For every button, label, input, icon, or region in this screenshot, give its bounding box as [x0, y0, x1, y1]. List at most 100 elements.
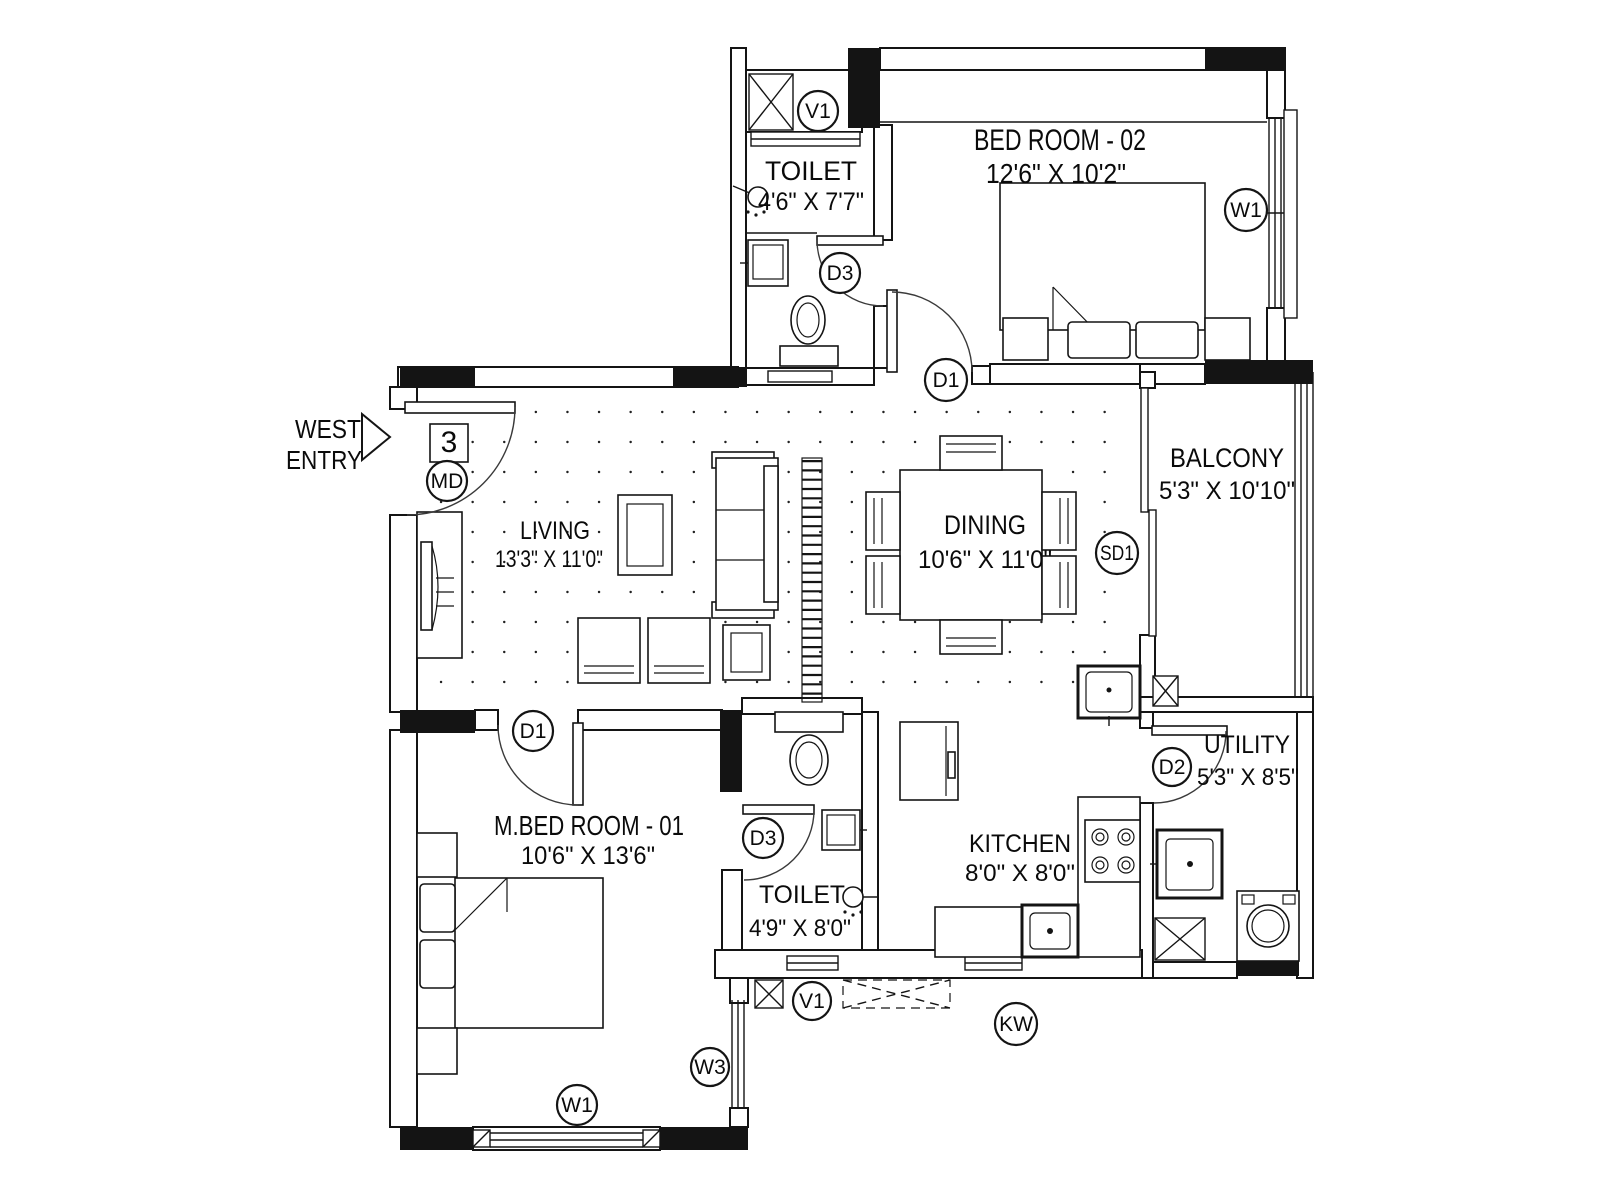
tag-d3-toilet1: D3: [818, 251, 862, 295]
divider-screen-icon: [801, 457, 823, 703]
dining-chair-icon: [1041, 491, 1077, 551]
entry-direction-bottom: ENTRY: [286, 445, 362, 475]
svg-text:TOILET: TOILET: [759, 881, 845, 909]
room-label-bedroom2: BED ROOM - 02 12'6" X 10'2": [974, 124, 1146, 189]
dining-chair-icon: [939, 435, 1003, 471]
room-label-kitchen: KITCHEN 8'0" X 8'0": [965, 830, 1075, 887]
vent-toilet1-bottom-icon: [767, 370, 833, 383]
svg-text:BALCONY: BALCONY: [1170, 443, 1284, 473]
svg-text:5'3" X 8'5": 5'3" X 8'5": [1197, 764, 1299, 791]
svg-text:8'0" X 8'0": 8'0" X 8'0": [965, 860, 1075, 887]
ventilator-window-toilet1-icon: [750, 131, 861, 147]
room-label-living: LIVING 13'3" X 11'0": [495, 517, 603, 573]
svg-text:D3: D3: [750, 827, 777, 850]
window-w1-bedroom2-icon: [1267, 109, 1298, 319]
dining-chair-icon: [865, 555, 901, 615]
tag-v1-toilet1: V1: [796, 89, 840, 133]
sliding-door-sd1-icon: [1140, 387, 1157, 637]
vent-toilet2-bottom-icon: [786, 955, 839, 971]
svg-text:D2: D2: [1159, 756, 1186, 779]
shaft-toilet2-icon: [754, 979, 784, 1009]
unit-number-box: [429, 423, 469, 463]
svg-text:M.BED ROOM - 01: M.BED ROOM - 01: [494, 810, 684, 841]
svg-text:W1: W1: [1230, 199, 1262, 222]
wc-toilet1-icon: [779, 295, 839, 367]
room-label-master: M.BED ROOM - 01 10'6" X 13'6": [494, 810, 684, 870]
columns: [400, 48, 1313, 1150]
tv-unit-icon: [416, 511, 463, 659]
window-w1-master-icon: [472, 1129, 661, 1148]
tag-d1-bedroom2: D1: [923, 357, 969, 403]
room-label-toilet1: TOILET 4'6" X 7'7": [758, 156, 864, 216]
dining-chair-icon: [1041, 555, 1077, 615]
armchair-icon: [577, 617, 641, 684]
room-label-balcony: BALCONY 5'3" X 10'10": [1159, 443, 1295, 505]
svg-text:D1: D1: [933, 369, 960, 392]
svg-text:10'6" X 13'6": 10'6" X 13'6": [521, 842, 655, 870]
kitchen-cabinet-icon: [899, 721, 959, 801]
dining-chair-icon: [939, 619, 1003, 655]
svg-text:KW: KW: [999, 1013, 1033, 1036]
svg-text:13'3" X 11'0": 13'3" X 11'0": [495, 546, 603, 573]
west-entry-marker: WEST ENTRY 3: [286, 411, 469, 475]
svg-text:W1: W1: [561, 1094, 593, 1117]
sofa-icon: [711, 451, 779, 619]
stove-icon: [1084, 819, 1141, 883]
svg-text:4'9" X 8'0": 4'9" X 8'0": [749, 915, 851, 942]
armchair-icon: [647, 617, 711, 684]
svg-text:D1: D1: [520, 720, 547, 743]
tag-kw-kitchen: KW: [993, 1001, 1039, 1047]
tag-v1-toilet2: V1: [791, 980, 833, 1022]
opening-tags: V1 W1 D3 D1 MD SD1 D2 D1 D3 V1 KW W3 W1: [425, 89, 1269, 1127]
wc-toilet2-icon: [774, 711, 844, 786]
svg-text:D3: D3: [827, 262, 854, 285]
balcony-railing-icon: [1294, 372, 1314, 697]
door-d3-toilet2-icon: [742, 804, 815, 881]
svg-text:SD1: SD1: [1100, 542, 1134, 565]
door-d1-bedroom2-icon: [886, 289, 973, 373]
entry-arrow-icon: [361, 411, 392, 463]
svg-text:MD: MD: [431, 470, 464, 493]
tag-sd1-balcony: SD1: [1094, 530, 1140, 576]
room-label-dining: DINING 10'6" X 11'0": [918, 510, 1052, 574]
shaft-dining-icon: [1152, 675, 1179, 707]
utility-sink-icon: [1150, 828, 1224, 900]
svg-text:12'6" X 10'2": 12'6" X 10'2": [986, 158, 1126, 189]
bed-master-icon: [416, 832, 604, 1075]
room-label-toilet2: TOILET 4'9" X 8'0": [749, 881, 851, 942]
center-table-icon: [617, 494, 673, 576]
door-d1-master-icon: [497, 722, 584, 806]
svg-text:KITCHEN: KITCHEN: [969, 830, 1071, 858]
svg-text:V1: V1: [805, 100, 831, 123]
svg-text:W3: W3: [694, 1056, 726, 1079]
dining-chair-icon: [865, 491, 901, 551]
washbasin-toilet1-icon: [740, 239, 789, 287]
washing-machine-icon: [1236, 890, 1300, 962]
windows: [472, 109, 1314, 1148]
tag-d1-master: D1: [511, 709, 555, 753]
svg-text:4'6" X 7'7": 4'6" X 7'7": [758, 188, 864, 216]
room-labels: TOILET 4'6" X 7'7" BED ROOM - 02 12'6" X…: [494, 124, 1299, 942]
tag-w1-bedroom2: W1: [1223, 187, 1269, 233]
dining-table-icon: [865, 435, 1077, 655]
window-w3-master-icon: [731, 1000, 745, 1108]
tag-d3-toilet2: D3: [741, 816, 785, 860]
entry-direction-top: WEST: [295, 414, 361, 444]
kitchen-sink-icon: [1020, 903, 1080, 959]
shaft-utility-icon: [1154, 917, 1206, 961]
kitchen-rear-window-icon: [964, 955, 1023, 971]
side-table-icon: [722, 624, 771, 681]
svg-text:TOILET: TOILET: [765, 156, 857, 186]
svg-text:UTILITY: UTILITY: [1204, 731, 1290, 759]
furniture: [416, 182, 1300, 1075]
svg-text:DINING: DINING: [944, 510, 1026, 540]
svg-text:V1: V1: [799, 990, 825, 1013]
svg-text:BED ROOM - 02: BED ROOM - 02: [974, 124, 1146, 157]
shower-toilet2-icon: [842, 886, 878, 917]
shafts: [748, 73, 1206, 1009]
svg-text:LIVING: LIVING: [520, 517, 590, 545]
main-door-md-icon: [404, 401, 516, 516]
kitchen-window-kw-icon: [842, 979, 951, 1009]
